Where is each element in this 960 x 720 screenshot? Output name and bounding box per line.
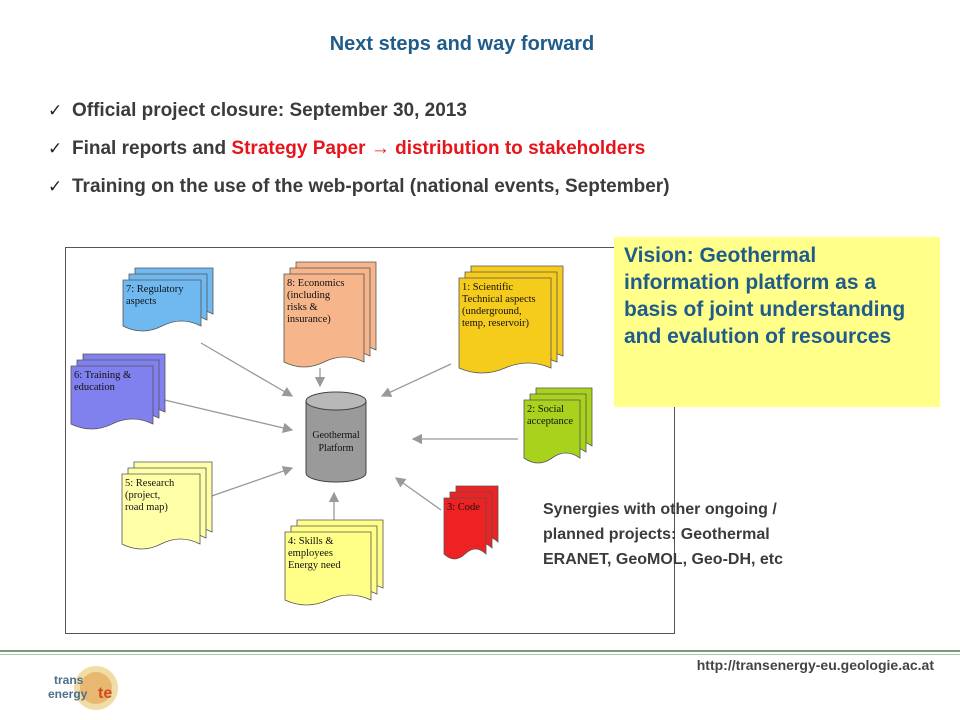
arrow-scientific (380, 363, 452, 397)
bullet-text: Final reports and (72, 138, 232, 159)
node-label: 2: Social (527, 404, 564, 415)
footer-divider-2 (0, 654, 960, 655)
node-label: education (74, 382, 116, 393)
node-label: insurance) (287, 314, 331, 325)
node-code: 3: Code (443, 485, 499, 560)
geothermal-platform-cylinder: Geothermal Platform (305, 391, 367, 483)
node-label: 5: Research (125, 478, 175, 489)
node-label: (project, (125, 490, 160, 501)
center-label-1: Geothermal (312, 430, 359, 441)
arrow-code (394, 477, 442, 511)
document-page-icon (70, 365, 154, 430)
node-label: employees (288, 548, 333, 559)
vision-callout: Vision: Geothermal information platform … (614, 237, 940, 407)
node-training: 6: Training &education (70, 353, 166, 430)
document-page-icon (443, 497, 487, 560)
logo-word-1: trans (54, 673, 84, 687)
node-label: aspects (126, 296, 156, 307)
document-page-icon (458, 277, 552, 374)
bullet-item: ✓ Official project closure: September 30… (48, 92, 670, 130)
document-page-icon (121, 473, 201, 550)
node-label: 7: Regulatory (126, 284, 184, 295)
node-label: 3: Code (447, 502, 480, 513)
document-page-icon (283, 273, 365, 368)
check-icon: ✓ (48, 101, 63, 121)
arrow-training (155, 397, 294, 433)
node-label: Technical aspects (462, 294, 536, 305)
bullet-item: ✓ Training on the use of the web-portal … (48, 168, 670, 206)
transenergy-logo: trans energy te (48, 666, 118, 710)
node-label: (including (287, 290, 331, 301)
bullet-list: ✓ Official project closure: September 30… (48, 92, 670, 206)
bullet-item: ✓ Final reports and Strategy Paper → dis… (48, 130, 670, 168)
check-icon: ✓ (48, 177, 63, 197)
footer-divider (0, 650, 960, 652)
logo-word-2: energy (48, 687, 88, 701)
footer-url[interactable]: http://transenergy-eu.geologie.ac.at (696, 657, 934, 673)
platform-diagram: Geothermal Platform 7: Regulatoryaspects… (70, 261, 593, 606)
node-label: 4: Skills & (288, 536, 334, 547)
center-label-2: Platform (319, 443, 354, 454)
arrow-regulatory (200, 342, 294, 397)
document-page-icon (122, 279, 202, 332)
node-label: road map) (125, 502, 168, 513)
bullet-highlight: Strategy Paper → distribution to stakeho… (231, 138, 646, 159)
logo-mark: te (98, 685, 112, 702)
node-label: 8: Economics (287, 278, 344, 289)
slide-title: Next steps and way forward (329, 33, 595, 55)
check-icon: ✓ (48, 139, 63, 159)
bullet-text: Training on the use of the web-portal (n… (72, 176, 670, 197)
node-label: risks & (287, 302, 318, 313)
node-label: temp, reservoir) (462, 318, 530, 329)
arrow-research (205, 466, 294, 499)
bullet-text: Official project closure: September 30, … (72, 100, 467, 121)
document-page-icon (284, 531, 372, 606)
node-label: 6: Training & (74, 370, 131, 381)
node-label: 1: Scientific (462, 282, 513, 293)
node-label: (underground, (462, 306, 522, 317)
node-label: acceptance (527, 416, 573, 427)
node-label: Energy need (288, 560, 341, 571)
synergies-text: Synergies with other ongoing / planned p… (543, 501, 784, 568)
document-page-icon (523, 399, 581, 464)
node-research: 5: Research(project,road map) (121, 461, 213, 550)
